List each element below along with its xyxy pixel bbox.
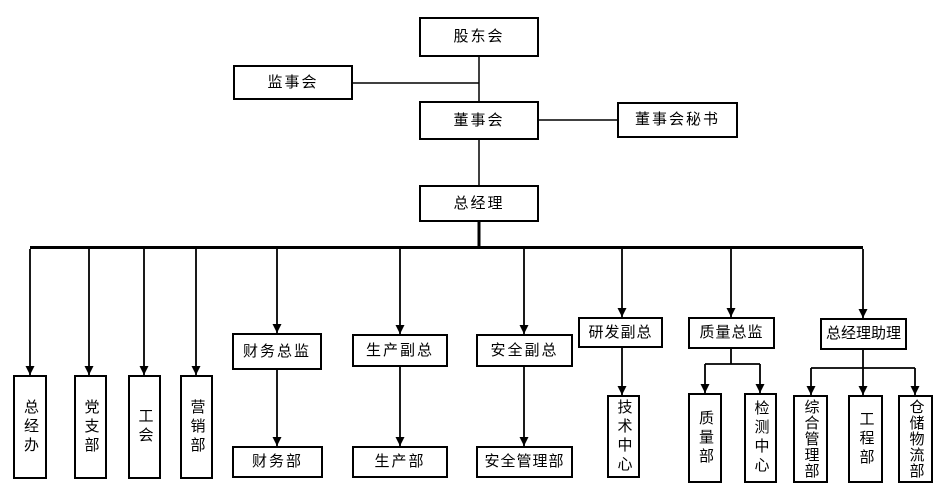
node-shareholders: 股东会	[419, 17, 539, 57]
node-tech-center: 技术中心	[607, 395, 640, 478]
node-supervisory-board: 监事会	[233, 65, 353, 100]
node-marketing-dept: 营销部	[180, 375, 213, 479]
node-engineering-dept: 工程部	[848, 395, 883, 483]
node-safety-vp: 安全副总	[476, 334, 573, 367]
node-quality-dept: 质量部	[688, 393, 722, 483]
node-testing-center: 检测中心	[744, 393, 777, 483]
node-safety-mgmt-dept: 安全管理部	[476, 446, 573, 478]
node-general-admin-dept: 综合管理部	[793, 395, 828, 483]
node-warehouse-logistics-dept: 仓储物流部	[898, 395, 933, 483]
node-finance-dept: 财务部	[232, 446, 323, 478]
node-board-secretary: 董事会秘书	[617, 102, 738, 138]
node-general-manager: 总经理	[419, 185, 539, 222]
node-gm-assistant: 总经理助理	[820, 318, 907, 350]
node-cfo: 财务总监	[232, 333, 322, 370]
node-rd-vp: 研发副总	[578, 317, 663, 348]
node-labor-union: 工会	[128, 375, 161, 479]
node-board-of-directors: 董事会	[419, 101, 539, 140]
node-production-dept: 生产部	[352, 446, 448, 478]
node-party-branch: 党支部	[74, 375, 107, 479]
node-gm-office: 总经办	[13, 375, 47, 479]
node-quality-director: 质量总监	[688, 317, 775, 349]
node-production-vp: 生产副总	[352, 334, 448, 367]
